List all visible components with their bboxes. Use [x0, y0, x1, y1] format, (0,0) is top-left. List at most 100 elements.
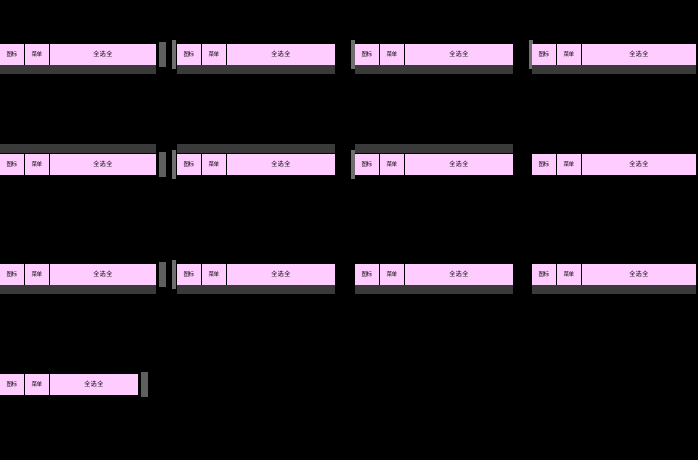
- card-header: 图标 菜单全选全: [0, 374, 138, 395]
- icon-cell-label: 图标: [361, 271, 373, 278]
- scrollbar-thumb[interactable]: [159, 152, 166, 177]
- icon-cell-image-icon[interactable]: 图标: [0, 44, 25, 65]
- icon-cell-label: 图标: [6, 381, 18, 388]
- menu-cell-label: 菜单: [208, 51, 220, 58]
- card-content-strip: 内容 行 列 项 目 数 据 信 息: [177, 285, 335, 294]
- icon-cell-menu-icon[interactable]: 菜单: [202, 264, 227, 285]
- title-cell-label: 全选全: [271, 51, 291, 58]
- icon-cell-menu-icon[interactable]: 菜单: [25, 264, 50, 285]
- icon-cell-image-icon[interactable]: 图标: [532, 264, 557, 285]
- scrollbar-thumb[interactable]: [141, 372, 148, 397]
- card-content-strip: 内容 行 列 项 目 数 据 信 息: [532, 65, 696, 74]
- card-header: 图标 菜单 全选全: [355, 264, 513, 285]
- card-content-strip: 内容 行 列 项 目 数 据 信 息: [0, 285, 156, 294]
- card-header: 图标菜单 全选全: [177, 154, 335, 175]
- title-cell[interactable]: 全选全: [582, 154, 696, 175]
- menu-cell-label: 菜单: [563, 161, 575, 168]
- icon-cell-menu-icon[interactable]: 菜单: [557, 154, 582, 175]
- icon-cell-image-icon[interactable]: 图标: [177, 264, 202, 285]
- widget-card[interactable]: 图标 菜单 全选全内容 行 列 项 目 数 据 信 息: [355, 258, 515, 304]
- card-content-strip: 内容 行 列 项 目 数 据 信 息: [532, 285, 696, 294]
- scrollbar-edge-handle[interactable]: [172, 150, 176, 179]
- scrollbar-thumb[interactable]: [159, 42, 166, 67]
- icon-cell-menu-icon[interactable]: 菜单: [380, 44, 405, 65]
- menu-cell-label: 菜单: [386, 161, 398, 168]
- title-cell[interactable]: 全选全: [50, 374, 138, 395]
- title-cell[interactable]: 全选全: [50, 154, 156, 175]
- icon-cell-menu-icon[interactable]: 菜单: [202, 44, 227, 65]
- menu-cell-label: 菜单: [31, 161, 43, 168]
- icon-cell-image-icon[interactable]: 图标: [177, 154, 202, 175]
- widget-card[interactable]: 图标 菜单全选全内容 行 列 项 目 数 据 信 息: [0, 258, 176, 304]
- widget-card[interactable]: 图标 菜单全选全: [0, 144, 176, 194]
- menu-cell-label: 菜单: [31, 381, 43, 388]
- card-content-strip: 内容 行 列 项 目 数 据 信 息: [355, 285, 513, 294]
- card-header: 图标菜单 全选全: [177, 44, 335, 65]
- icon-cell-image-icon[interactable]: 图标: [355, 154, 380, 175]
- title-cell[interactable]: 全选全: [50, 44, 156, 65]
- icon-cell-menu-icon[interactable]: 菜单: [25, 374, 50, 395]
- title-cell[interactable]: 全选全: [405, 154, 513, 175]
- icon-cell-menu-icon[interactable]: 菜单: [25, 44, 50, 65]
- title-cell[interactable]: 全选全: [405, 44, 513, 65]
- icon-cell-image-icon[interactable]: 图标: [0, 374, 25, 395]
- menu-cell-label: 菜单: [31, 51, 43, 58]
- icon-cell-menu-icon[interactable]: 菜单: [557, 264, 582, 285]
- icon-cell-menu-icon[interactable]: 菜单: [25, 154, 50, 175]
- widget-card[interactable]: 图标 菜单全选全: [0, 368, 148, 414]
- icon-cell-label: 图标: [183, 271, 195, 278]
- scrollbar-thumb[interactable]: [159, 262, 166, 287]
- menu-cell-label: 菜单: [563, 51, 575, 58]
- title-cell[interactable]: 全选全: [582, 264, 696, 285]
- card-top-band: [355, 144, 513, 153]
- scrollbar-edge-handle[interactable]: [529, 40, 533, 69]
- icon-cell-label: 图标: [538, 271, 550, 278]
- icon-cell-image-icon[interactable]: 图标: [532, 44, 557, 65]
- widget-card[interactable]: 图标菜单 全选全: [177, 144, 355, 194]
- scrollbar-edge-handle[interactable]: [172, 260, 176, 289]
- card-header: 图标 菜单全选全: [0, 264, 156, 285]
- title-cell[interactable]: 全选全: [582, 44, 696, 65]
- card-header: 图标菜单 全选全: [177, 264, 335, 285]
- card-header: 图标菜单全选全: [0, 44, 156, 65]
- widget-card[interactable]: 图标菜单全选全内容 行 列 项 目 数 据 信 息: [177, 38, 355, 84]
- icon-cell-menu-icon[interactable]: 菜单: [380, 264, 405, 285]
- scrollbar-edge-handle[interactable]: [351, 150, 355, 179]
- scrollbar-edge-handle[interactable]: [351, 40, 355, 69]
- title-cell[interactable]: 全选全: [50, 264, 156, 285]
- icon-cell-image-icon[interactable]: 图标: [0, 154, 25, 175]
- widget-card[interactable]: 图标 菜单全选全: [355, 144, 515, 194]
- menu-cell-label: 菜单: [31, 271, 43, 278]
- widget-card[interactable]: 图标菜单全选全内容 行 列 项 目 数 据 信 息: [532, 258, 698, 304]
- icon-cell-image-icon[interactable]: 图标: [0, 264, 25, 285]
- card-header: 图标菜单全选全: [355, 44, 513, 65]
- icon-cell-image-icon[interactable]: 图标: [355, 264, 380, 285]
- card-top-band: [0, 144, 156, 153]
- title-cell[interactable]: 全选全: [227, 154, 335, 175]
- widget-card[interactable]: 图标菜单全选全内容 行 列 项 目 数 据 信 息: [0, 38, 176, 84]
- icon-cell-image-icon[interactable]: 图标: [532, 154, 557, 175]
- card-header: 图标菜单全选全: [532, 154, 696, 175]
- title-cell[interactable]: 全选全: [227, 264, 335, 285]
- title-cell-label: 全选全: [271, 271, 291, 278]
- icon-cell-label: 图标: [361, 161, 373, 168]
- menu-cell-label: 菜单: [386, 271, 398, 278]
- icon-cell-image-icon[interactable]: 图标: [177, 44, 202, 65]
- icon-cell-label: 图标: [6, 271, 18, 278]
- title-cell-label: 全选全: [271, 161, 291, 168]
- icon-cell-menu-icon[interactable]: 菜单: [380, 154, 405, 175]
- widget-card[interactable]: 图标菜单全选全: [532, 148, 698, 194]
- title-cell[interactable]: 全选全: [405, 264, 513, 285]
- icon-cell-label: 图标: [6, 161, 18, 168]
- icon-cell-menu-icon[interactable]: 菜单: [202, 154, 227, 175]
- widget-card[interactable]: 图标菜单全选全内容 行 列 项 目 数 据 信 息: [532, 38, 698, 84]
- title-cell-label: 全选全: [449, 271, 469, 278]
- menu-cell-label: 菜单: [208, 161, 220, 168]
- card-header: 图标 菜单全选全: [0, 154, 156, 175]
- title-cell[interactable]: 全选全: [227, 44, 335, 65]
- widget-card[interactable]: 图标菜单全选全内容 行 列 项 目 数 据 信 息: [355, 38, 533, 84]
- icon-cell-image-icon[interactable]: 图标: [355, 44, 380, 65]
- icon-cell-menu-icon[interactable]: 菜单: [557, 44, 582, 65]
- scrollbar-edge-handle[interactable]: [172, 40, 176, 69]
